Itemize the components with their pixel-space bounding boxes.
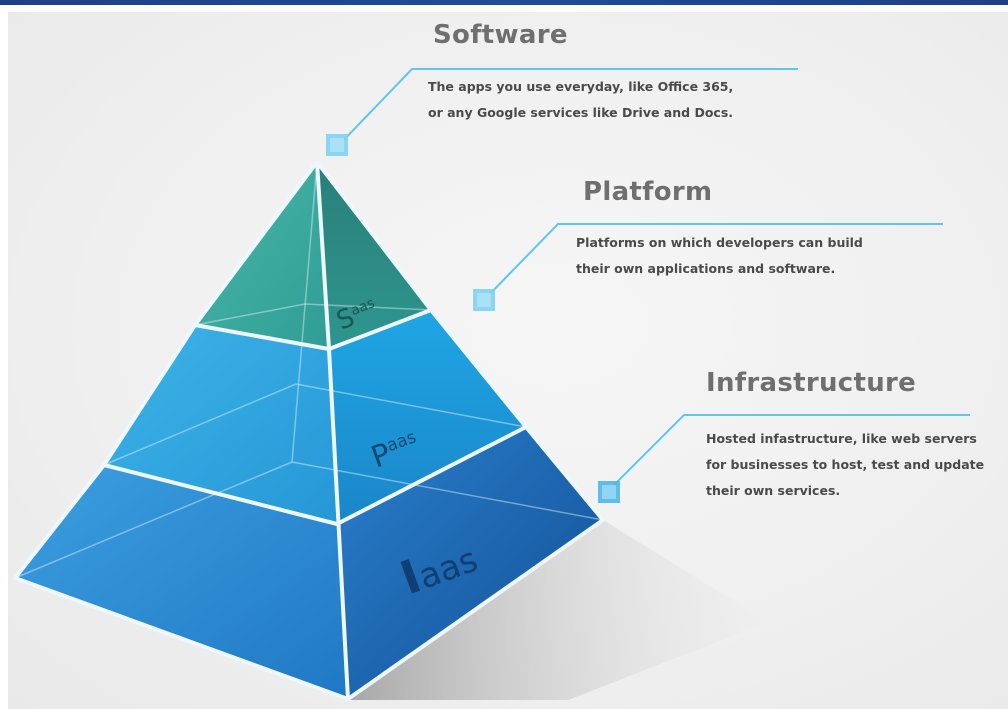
- paas-front-face: [104, 325, 337, 524]
- infrastructure-description-line-2: for businesses to host, test and update: [706, 457, 985, 472]
- pyramid-hidden-edges: [14, 161, 604, 579]
- paas-side-face: [329, 310, 526, 524]
- software-description-line-2: or any Google services like Drive and Do…: [428, 105, 734, 120]
- pyramid-shadow: [345, 520, 768, 700]
- platform-description-line-2: their own applications and software.: [576, 261, 836, 276]
- saas-front-face: [195, 162, 329, 349]
- pyramid-diagram: Saas Paas Iaas: [13, 68, 970, 701]
- diagram-canvas: Saas Paas Iaas Software The apps you use…: [8, 12, 1008, 709]
- platform-heading: Platform: [583, 177, 713, 207]
- infrastructure-description-line-3: their own services.: [706, 483, 841, 498]
- platform-description-line-1: Platforms on which developers can build: [576, 235, 863, 250]
- software-connector: [326, 68, 798, 156]
- iaas-front-face: [15, 465, 348, 699]
- infrastructure-connector: [598, 414, 970, 503]
- platform-connector: [473, 223, 943, 311]
- software-heading: Software: [433, 20, 568, 50]
- iaas-side-face: [337, 427, 603, 699]
- infrastructure-heading: Infrastructure: [706, 368, 917, 398]
- saas-side-face: [317, 162, 431, 349]
- software-description-line-1: The apps you use everyday, like Office 3…: [428, 79, 734, 94]
- infrastructure-description-line-1: Hosted infastructure, like web servers: [706, 431, 977, 446]
- top-border-bar: [0, 0, 1008, 5]
- pyramid-edges: [13, 160, 605, 701]
